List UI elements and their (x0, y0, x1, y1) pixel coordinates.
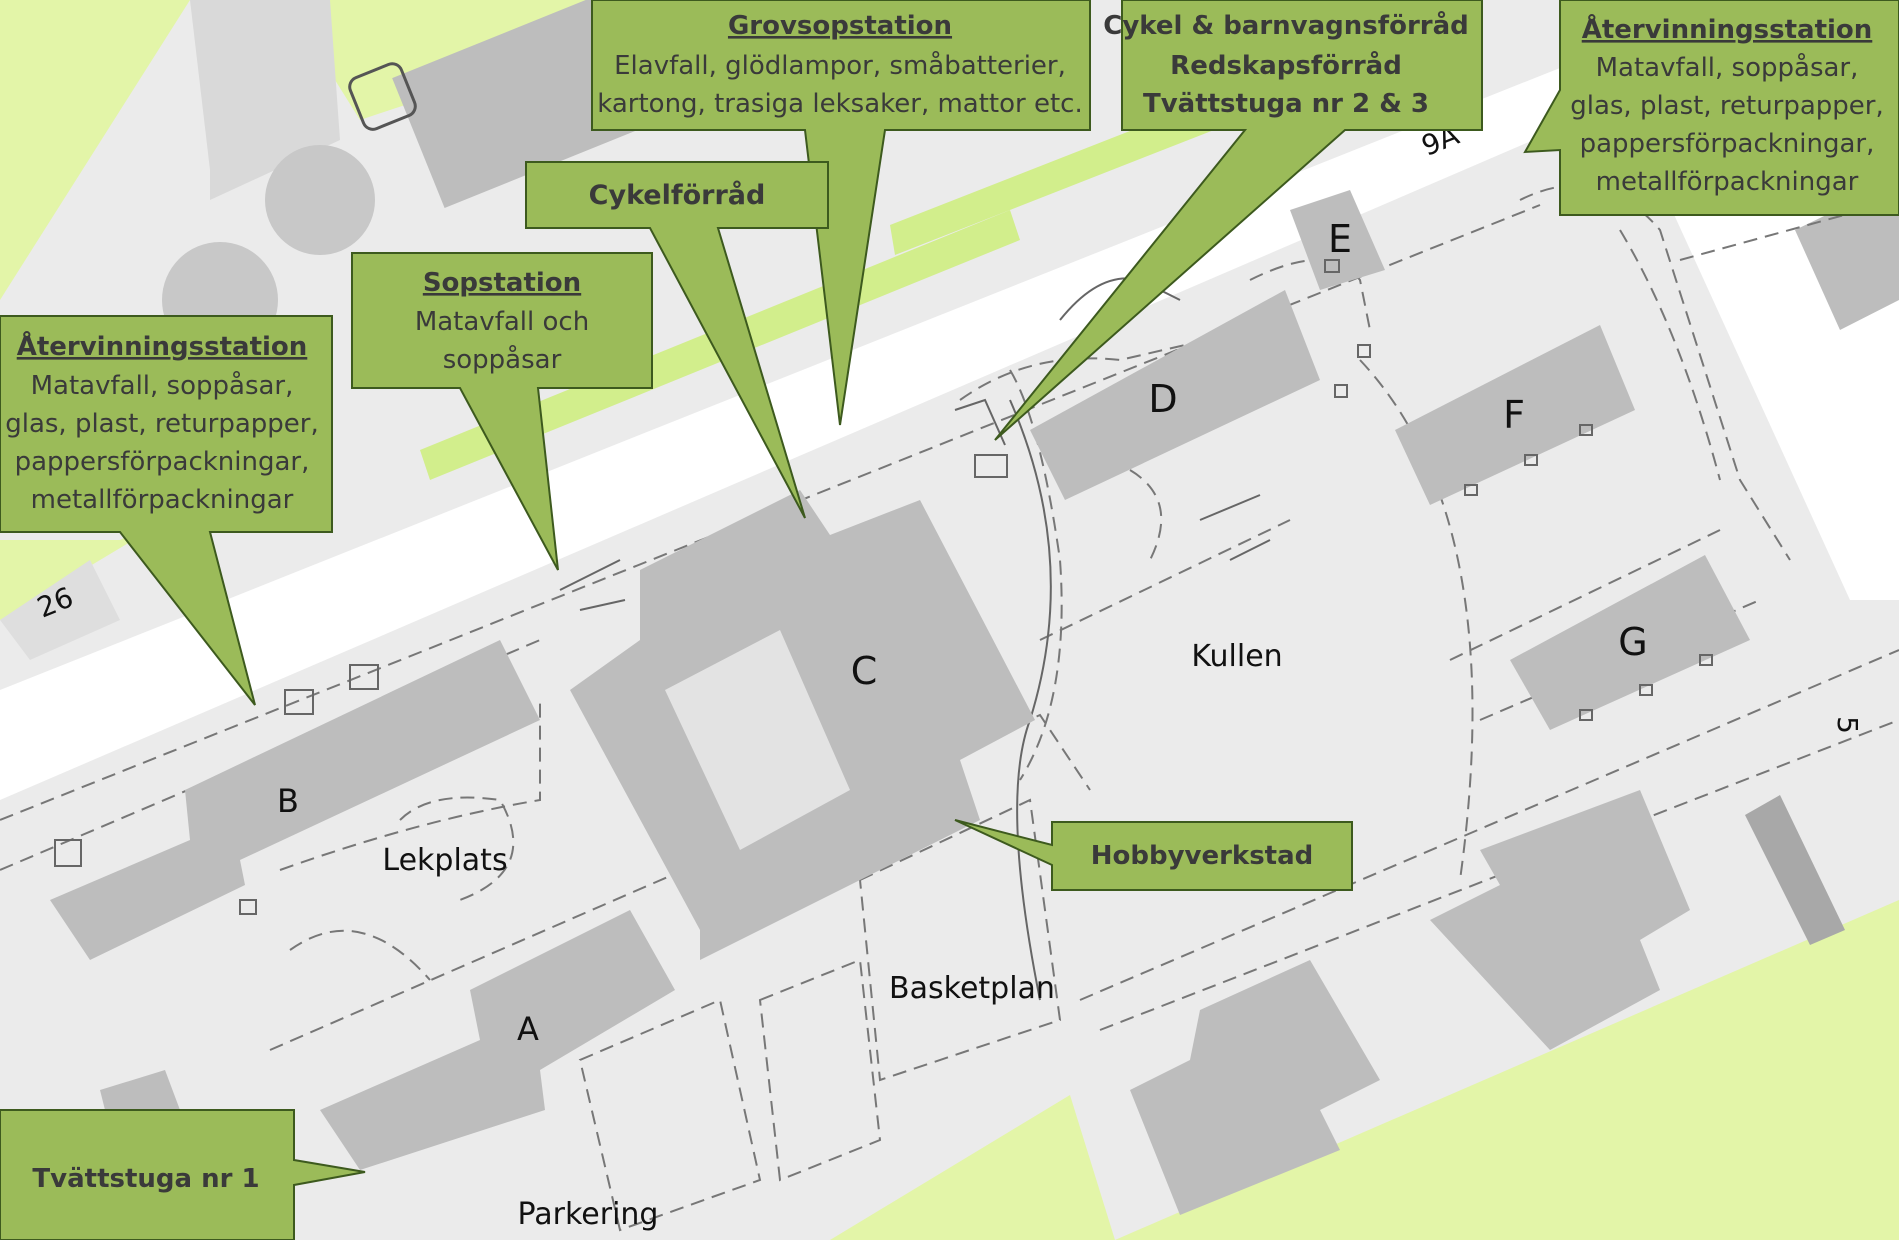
callout-sopstation-line-1: Matavfall och (415, 307, 589, 337)
building-label-d: D (1148, 377, 1177, 421)
callout-atervinning-right-line-2: glas, plast, returpapper, (1570, 91, 1884, 121)
building-label-c: C (851, 649, 878, 693)
building-b (50, 640, 540, 960)
building-label-b: B (277, 782, 299, 820)
building-label-a: A (517, 1010, 539, 1048)
building-g (1510, 555, 1750, 730)
callout-grovsopstation-line-1: Elavfall, glödlampor, småbatterier, (614, 50, 1066, 81)
callout-sopstation: Sopstation Matavfall och soppåsar (351, 252, 653, 571)
building-label-e: E (1328, 217, 1352, 261)
callout-atervinning-left-line-1: Matavfall, soppåsar, (31, 370, 294, 401)
callout-atervinning-left-line-3: pappersförpackningar, (15, 447, 310, 477)
grass-bottom-mid (830, 1095, 1115, 1240)
callout-cykelforrad-title: Cykelförråd (589, 179, 766, 211)
building-e (1290, 190, 1385, 290)
callout-sopstation-title: Sopstation (423, 268, 581, 298)
building-labels: A B C D E F G (277, 217, 1648, 1048)
area-label-kullen: Kullen (1191, 639, 1282, 674)
callout-atervinning-right-title: Återvinningsstation (1582, 13, 1873, 45)
callout-atervinning-left-line-2: glas, plast, returpapper, (5, 409, 319, 439)
building-a (320, 910, 675, 1170)
callout-sopstation-line-2: soppåsar (443, 344, 562, 375)
courtyard-c (665, 630, 850, 850)
callout-atervinning-right-line-1: Matavfall, soppåsar, (1596, 52, 1859, 83)
callout-tvattstuga-1-title: Tvättstuga nr 1 (32, 1164, 259, 1194)
building-bottom-3 (1745, 795, 1845, 945)
buildings (50, 190, 1845, 1215)
callout-atervinning-left-title: Återvinningsstation (17, 330, 308, 362)
area-labels: Lekplats Kullen Basketplan Parkering (382, 639, 1282, 1232)
footpaths (0, 184, 1899, 1232)
building-bottom-1 (1130, 960, 1380, 1215)
callout-atervinningsstation-left: Återvinningsstation Matavfall, soppåsar,… (0, 315, 333, 706)
area-label-basketplan: Basketplan (889, 971, 1055, 1006)
callout-atervinning-left-line-4: metallförpackningar (31, 485, 294, 515)
callout-tvattstuga-1: Tvättstuga nr 1 (0, 1109, 366, 1240)
callout-grovsopstation-title: Grovsopstation (728, 11, 952, 41)
callout-grovsopstation-line-2: kartong, trasiga leksaker, mattor etc. (597, 89, 1082, 119)
callout-cykel-barnvagnsforrad: Cykel & barnvagnsförråd Redskapsförråd T… (994, 0, 1483, 441)
callout-hobbyverkstad: Hobbyverkstad (954, 819, 1353, 891)
callout-cykel-line-2: Redskapsförråd (1170, 49, 1402, 81)
grass-top-left (0, 0, 190, 300)
callout-hobbyverkstad-title: Hobbyverkstad (1091, 841, 1314, 871)
building-f (1395, 325, 1635, 505)
callout-atervinning-right-line-3: pappersförpackningar, (1580, 129, 1875, 159)
callout-grovsopstation: Grovsopstation Elavfall, glödlampor, små… (591, 0, 1091, 426)
callout-cykel-line-3: Tvättstuga nr 2 & 3 (1143, 89, 1429, 119)
callout-cykel-line-1: Cykel & barnvagnsförråd (1103, 9, 1469, 41)
building-far-right (1795, 180, 1899, 330)
small-structures (54, 259, 1713, 915)
building-label-f: F (1503, 393, 1525, 437)
area-label-parkering: Parkering (518, 1197, 659, 1232)
callout-cykelforrad: Cykelförråd (525, 161, 829, 519)
building-bottom-2 (1430, 790, 1690, 1050)
callout-atervinningsstation-right: Återvinningsstation Matavfall, soppåsar,… (1523, 0, 1899, 216)
area-label-lekplats: Lekplats (382, 843, 507, 878)
building-d (1030, 290, 1320, 500)
callout-atervinning-right-line-4: metallförpackningar (1596, 167, 1859, 197)
address-5: 5 (1831, 716, 1864, 734)
building-label-g: G (1618, 620, 1647, 664)
